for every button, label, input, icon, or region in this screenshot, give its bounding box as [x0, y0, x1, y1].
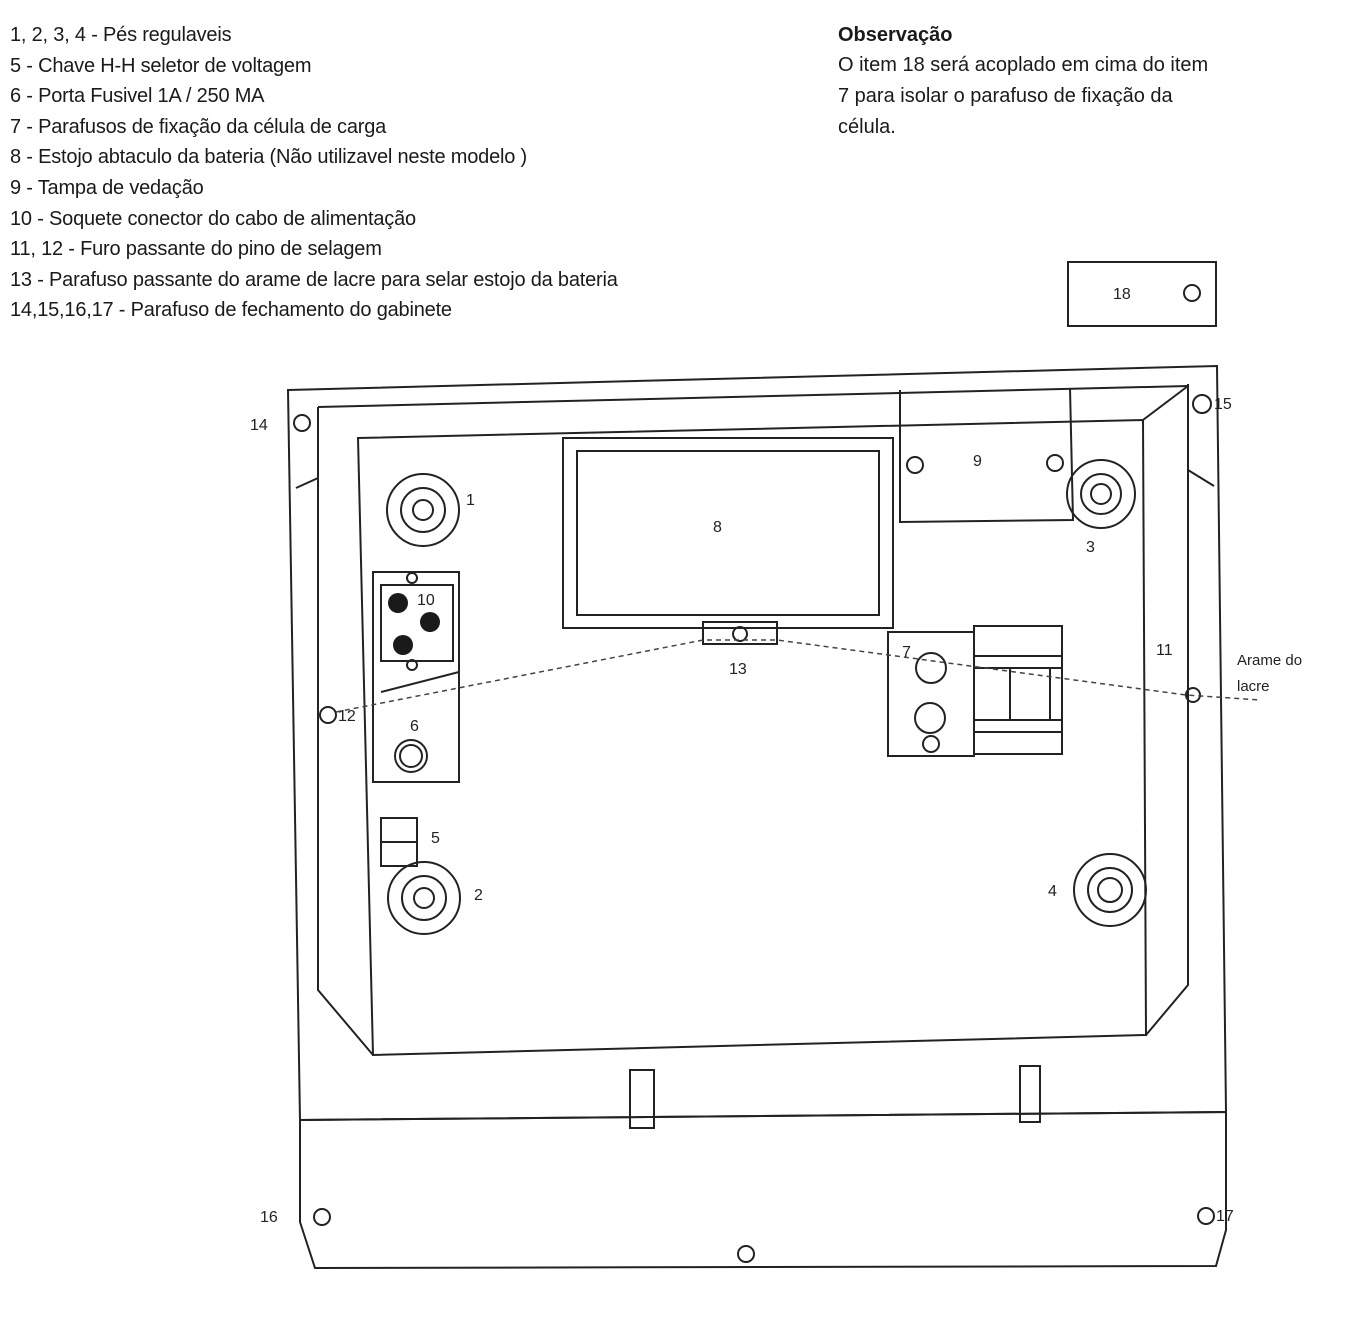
load-cell-screw-top — [915, 652, 947, 684]
wire-label-line1: Arame do — [1237, 652, 1302, 669]
foot-4-outer — [1073, 853, 1147, 927]
seal-pin-hole-11 — [1185, 687, 1201, 703]
cabinet-outer-frame — [286, 364, 1228, 1122]
legend-list: 1, 2, 3, 4 - Pés regulaveis 5 - Chave H-… — [10, 20, 810, 326]
note-title: Observação — [838, 24, 953, 46]
socket-screw-top — [406, 572, 418, 584]
bottom-center-screw — [737, 1245, 755, 1263]
fuse-holder-inner — [399, 744, 423, 768]
socket-pin — [420, 612, 440, 632]
legend-item-power-socket: 10 - Soquete conector do cabo de aliment… — [10, 207, 416, 230]
label-3: 3 — [1086, 539, 1095, 556]
tray-left-bevel — [317, 478, 374, 1056]
foot-2-center — [413, 887, 435, 909]
legend-item-seal-pin-holes: 11, 12 - Furo passante do pino de selage… — [10, 238, 382, 261]
screw-14 — [293, 414, 311, 432]
bottom-tab-left — [629, 1069, 655, 1129]
socket-pin — [388, 593, 408, 613]
panel-divider — [380, 671, 460, 693]
legend-item-fuse-holder: 6 - Porta Fusivel 1A / 250 MA — [10, 85, 265, 108]
foot-2-outer — [387, 861, 461, 935]
screw-15 — [1192, 394, 1212, 414]
note-line: 7 para isolar o parafuso de fixação da — [838, 85, 1173, 107]
label-16: 16 — [260, 1209, 278, 1226]
note-line: célula. — [838, 116, 896, 138]
battery-case-inner — [576, 450, 880, 616]
foot-1-outer — [386, 473, 460, 547]
label-18: 18 — [1113, 286, 1131, 303]
power-fuse-panel — [372, 571, 460, 783]
label-12: 12 — [338, 708, 356, 725]
foot-3-outer — [1066, 459, 1136, 529]
label-1: 1 — [466, 492, 475, 509]
foot-1-center — [412, 499, 434, 521]
fuse-holder — [394, 739, 428, 773]
inner-tray — [356, 418, 1148, 1057]
label-15: 15 — [1214, 396, 1232, 413]
label-9: 9 — [973, 453, 982, 470]
seal-cover-hole-left — [906, 456, 924, 474]
seal-cover-hole-right — [1046, 454, 1064, 472]
seal-wire-path — [335, 639, 1261, 713]
label-10: 10 — [417, 592, 435, 609]
socket-screw-bottom — [406, 659, 418, 671]
foot-3-center — [1090, 483, 1112, 505]
cabinet-edge — [1187, 469, 1215, 487]
bottom-tab-right — [1019, 1065, 1041, 1123]
label-5: 5 — [431, 830, 440, 847]
label-17: 17 — [1216, 1208, 1234, 1225]
label-8: 8 — [713, 519, 722, 536]
label-13: 13 — [729, 661, 747, 678]
foot-4-center — [1097, 877, 1123, 903]
load-cell-small-hole — [922, 735, 940, 753]
cabinet-bottom-panel — [299, 1110, 1227, 1270]
cabinet-top-inner-edge — [317, 385, 1189, 408]
foot-3-ring — [1080, 473, 1122, 515]
legend-item-seal-wire-screw: 13 - Parafuso passante do arame de lacre… — [10, 268, 618, 291]
seal-wire-screw — [732, 626, 748, 642]
socket-pin — [393, 635, 413, 655]
legend-item-voltage-switch: 5 - Chave H-H seletor de voltagem — [10, 54, 312, 77]
foot-2-ring — [401, 875, 447, 921]
note-line: O item 18 será acoplado em cima do item — [838, 54, 1209, 76]
legend-item-battery-case: 8 - Estojo abtaculo da bateria (Não util… — [10, 146, 527, 169]
label-11: 11 — [1156, 642, 1173, 659]
power-socket-frame — [380, 584, 454, 662]
tray-right-bevel — [1145, 470, 1189, 1036]
label-14: 14 — [250, 417, 268, 434]
seal-cover — [899, 387, 1075, 524]
cabinet-edge — [295, 407, 319, 489]
label-4: 4 — [1048, 883, 1057, 900]
seal-wire-screw-plate — [702, 621, 778, 645]
wire-label-line2: lacre — [1237, 678, 1270, 695]
item-18-hole — [1183, 284, 1201, 302]
label-2: 2 — [474, 887, 483, 904]
legend-item-seal-cover: 9 - Tampa de vedação — [10, 176, 204, 199]
foot-4-ring — [1087, 867, 1133, 913]
load-cell-screw-bottom — [914, 702, 946, 734]
screw-16 — [313, 1208, 331, 1226]
seal-pin-hole-12 — [319, 706, 337, 724]
label-7: 7 — [902, 644, 911, 661]
tray-right-bevel — [1142, 385, 1189, 421]
battery-case-outer — [562, 437, 894, 629]
legend-item-feet: 1, 2, 3, 4 - Pés regulaveis — [10, 24, 232, 46]
observation-note: Observação O item 18 será acoplado em ci… — [838, 20, 1308, 143]
label-6: 6 — [410, 718, 419, 735]
item-18-plate — [1067, 261, 1217, 327]
screw-17 — [1197, 1207, 1215, 1225]
load-cell-body — [973, 625, 1063, 755]
load-cell-screw-block — [887, 631, 975, 757]
legend-item-cabinet-screws: 14,15,16,17 - Parafuso de fechamento do … — [10, 299, 452, 322]
foot-1-ring — [400, 487, 446, 533]
legend-item-load-cell-screws: 7 - Parafusos de fixação da célula de ca… — [10, 115, 387, 138]
